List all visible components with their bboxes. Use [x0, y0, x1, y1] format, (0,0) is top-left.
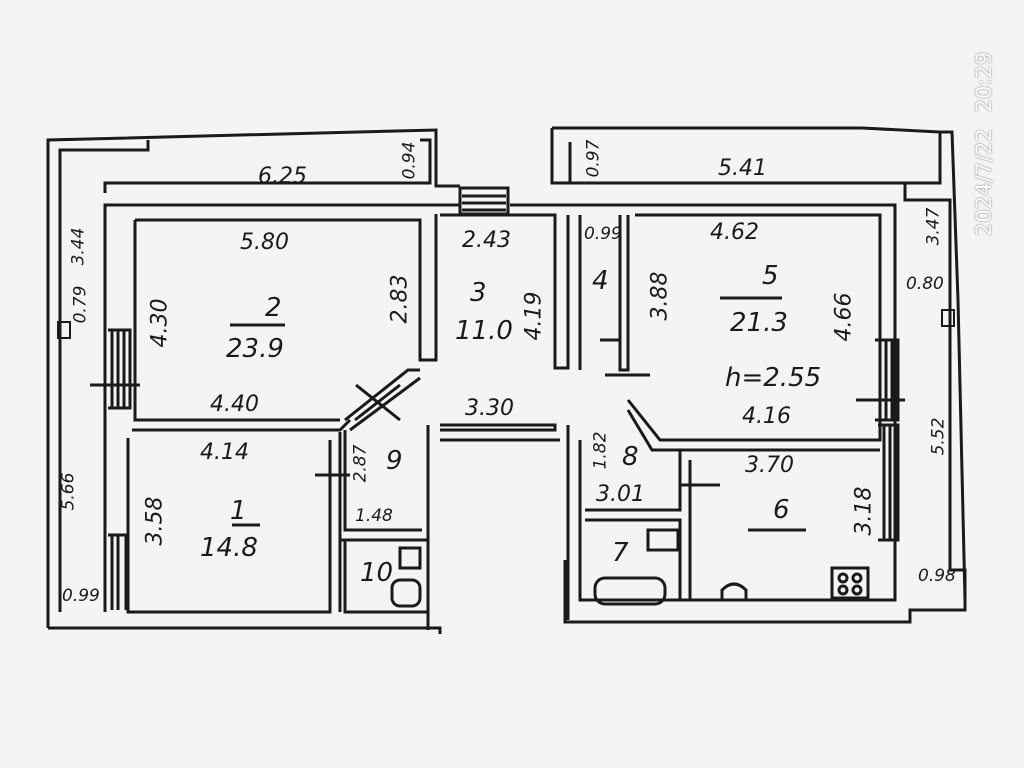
dim-room6-width: 3.70	[745, 453, 794, 478]
balcony-left	[103, 138, 432, 193]
dim-room6-height: 3.18	[851, 486, 877, 536]
ceiling-height: h=2.55	[725, 363, 822, 393]
dim-outer-right-small: 0.80	[906, 274, 944, 294]
dim-outer-left-corner: 0.99	[62, 586, 100, 606]
timestamp-time: 20:29	[972, 51, 996, 113]
bathtub	[593, 576, 667, 606]
room-5-area: 21.3	[730, 308, 788, 338]
timestamp-date: 2024/7/22	[972, 128, 996, 236]
room-10-walls	[340, 538, 428, 614]
sink-7	[646, 528, 680, 552]
right-ledge	[941, 309, 955, 327]
room-9-number: 9	[386, 446, 403, 476]
dim-room2-bottom: 4.40	[210, 392, 259, 417]
dim-outer-right-top: 3.47	[923, 207, 944, 246]
outer-wall-left	[46, 128, 460, 628]
dim-room5-width: 4.62	[710, 220, 759, 245]
dim-balcony-right-depth: 0.97	[583, 139, 604, 178]
dim-room3-height: 4.19	[521, 291, 547, 341]
room-1-walls	[126, 438, 332, 614]
dim-room9-height: 2.87	[350, 444, 371, 483]
room-3-walls	[440, 213, 570, 370]
window-right-bottom	[878, 423, 900, 542]
room-4-walls	[578, 215, 630, 372]
room-1-area: 14.8	[200, 533, 258, 563]
sink-10	[398, 546, 422, 570]
room-2-number: 2	[265, 293, 282, 323]
dim-outer-right-bottom: 5.52	[928, 417, 949, 456]
dim-room4-height: 3.88	[647, 271, 673, 321]
dim-room2-right-wall: 2.83	[387, 274, 413, 324]
dim-outer-right-corner: 0.98	[918, 566, 956, 586]
dim-balcony-left-width: 6.25	[258, 164, 307, 189]
dim-room3-width: 2.43	[462, 228, 511, 253]
left-ledge	[57, 321, 71, 339]
dim-outer-left-top: 3.44	[68, 227, 89, 266]
room-4-number: 4	[592, 266, 609, 296]
dim-corridor-width: 3.30	[465, 396, 514, 421]
outer-wall-left-inner	[58, 140, 150, 612]
room-6-number: 6	[773, 495, 790, 525]
room-7-walls	[585, 450, 682, 600]
stove	[830, 566, 870, 600]
room-3-area: 11.0	[455, 316, 513, 346]
room-1-number: 1	[230, 496, 247, 526]
dim-room2-height: 4.30	[147, 298, 173, 348]
dim-room8-width: 3.01	[596, 482, 645, 507]
sink-6	[720, 582, 748, 600]
dim-room5-height: 4.66	[831, 292, 857, 342]
dim-room4-width: 0.99	[584, 224, 622, 244]
room-2-diagonal	[344, 368, 420, 422]
room-5-number: 5	[762, 261, 779, 291]
room-3-number: 3	[470, 278, 487, 308]
dim-outer-left-small: 0.79	[70, 285, 91, 324]
room-10-number: 10	[360, 558, 394, 588]
dim-room8-height: 1.82	[590, 431, 611, 470]
dim-balcony-right-width: 5.41	[718, 156, 767, 181]
dim-room5-bottom: 4.16	[742, 404, 791, 429]
room-2-walls	[135, 214, 438, 362]
dim-room2-width: 5.80	[240, 230, 289, 255]
room-5-walls	[626, 213, 882, 442]
outer-wall-right	[550, 126, 942, 185]
dim-balcony-left-depth: 0.94	[399, 141, 420, 180]
dim-room1-top: 4.14	[200, 440, 249, 465]
photo-timestamp: 2024/7/22 20:29	[972, 52, 996, 252]
dim-room1-height: 3.58	[142, 496, 168, 546]
window-left-top	[108, 328, 132, 410]
corridor	[426, 423, 557, 630]
room-7-number: 7	[612, 538, 629, 568]
window-left-bottom	[108, 533, 128, 610]
window-right-top	[875, 338, 900, 422]
bottom-wall-left-inner	[103, 203, 460, 612]
room-2-area: 23.9	[226, 334, 284, 364]
toilet	[390, 578, 422, 608]
dim-room10-width: 1.48	[355, 506, 393, 526]
bottom-wall-left	[48, 626, 442, 634]
dim-outer-left-bottom: 5.66	[58, 472, 79, 511]
right-outer-2	[940, 130, 967, 601]
top-inner-right	[510, 203, 897, 602]
room-8-number: 8	[622, 442, 639, 472]
